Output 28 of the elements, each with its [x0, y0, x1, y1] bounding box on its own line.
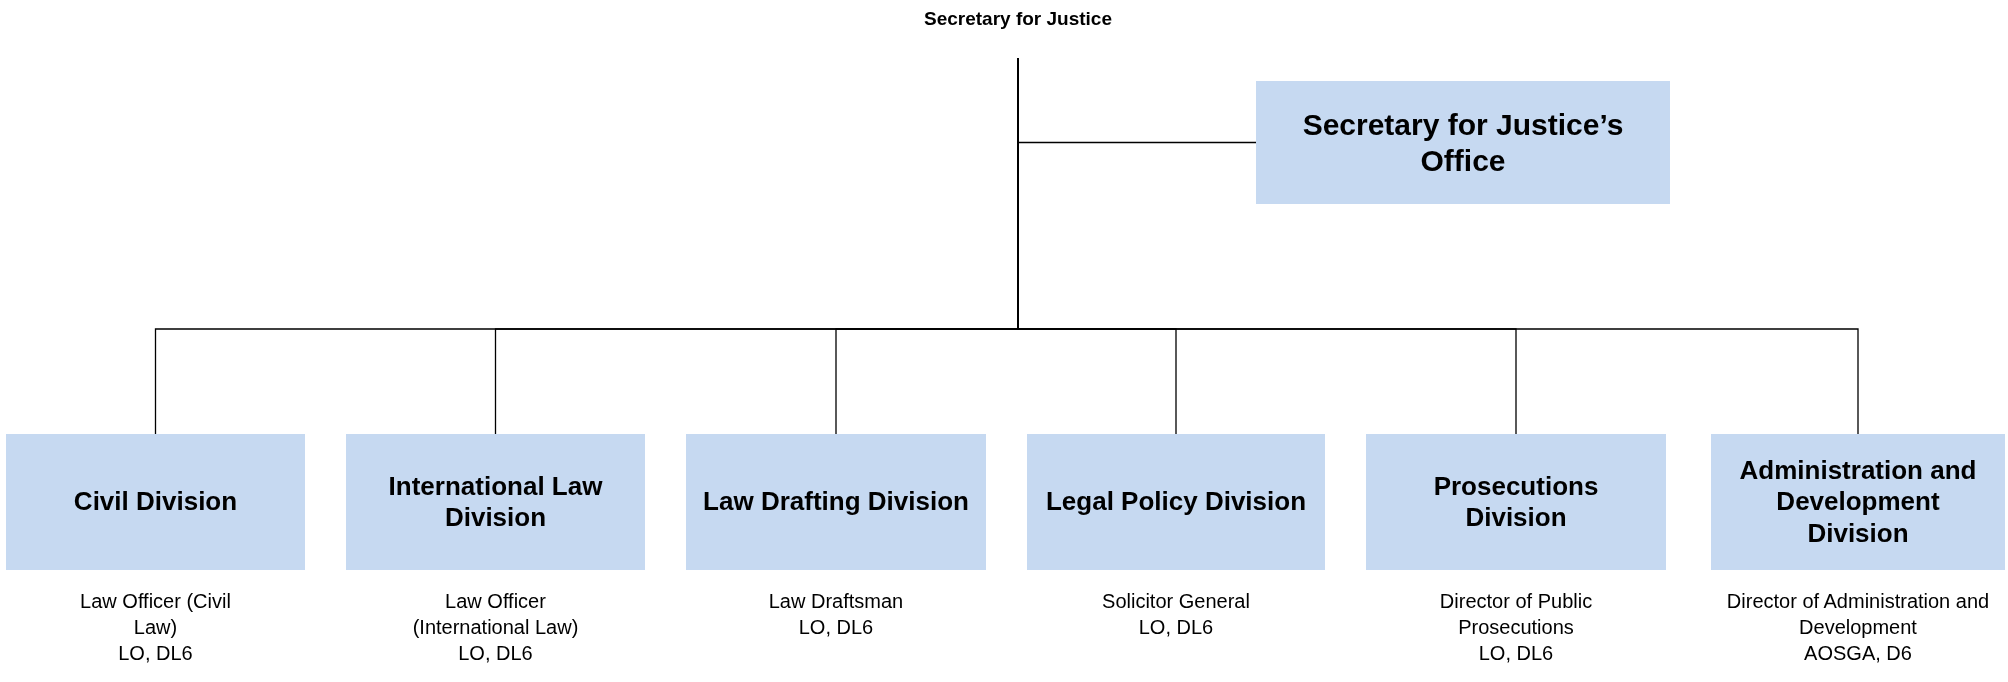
role-text: LO, DL6: [797, 615, 875, 640]
box-label: Legal Policy Division: [1044, 486, 1308, 518]
role-text: Law Officer (Civil Law): [79, 589, 232, 640]
division-box: [346, 434, 645, 570]
role-text: LO, DL6: [117, 641, 194, 666]
role-text: Law Draftsman: [767, 589, 905, 614]
role-text: LO, DL6: [1477, 641, 1555, 666]
role-text: Director of Public Prosecutions: [1438, 589, 1594, 640]
title-text: Secretary for Justice: [918, 6, 1118, 32]
box-label: Civil Division: [72, 486, 239, 518]
division-box: [1366, 434, 1666, 570]
role-text: LO, DL6: [1137, 615, 1215, 640]
division-box: [1256, 81, 1670, 204]
box-label: International Law Division: [387, 470, 604, 534]
role-text: Director of Administration and Development: [1725, 589, 1991, 640]
role-text: Law Officer (International Law): [411, 589, 580, 640]
box-label: Prosecutions Division: [1432, 470, 1600, 534]
box-label: Secretary for Justice’s Office: [1301, 106, 1625, 179]
division-box: [6, 434, 305, 570]
role-text: AOSGA, D6: [1803, 641, 1913, 666]
box-label: Law Drafting Division: [702, 486, 970, 518]
division-box: [1711, 434, 2005, 570]
box-label: Administration and Development Division: [1738, 455, 1978, 549]
connector-line: [1017, 57, 1859, 435]
role-text: LO, DL6: [457, 641, 534, 666]
division-box: [686, 434, 986, 570]
role-text: Solicitor General: [1101, 589, 1251, 614]
division-box: [1027, 434, 1325, 570]
